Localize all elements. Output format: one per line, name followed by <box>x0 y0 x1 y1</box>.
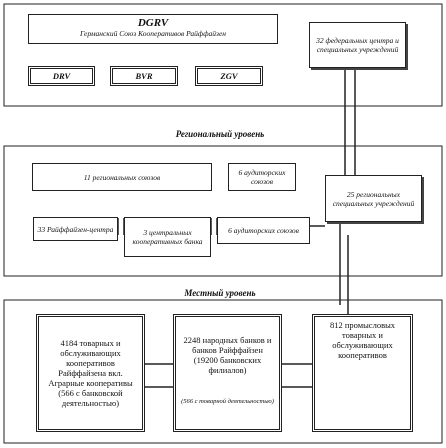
drv-box: DRV <box>28 66 95 86</box>
peoples-banks-note: (566 с товарной деятельностью) <box>181 398 274 405</box>
regional-unions-box: 11 региональных союзов <box>32 163 212 191</box>
regional-special-box: 25 региональных специальных учреждений <box>325 175 422 222</box>
dgrv-subtitle: Германский Союз Кооперативов Райффайзен <box>79 29 226 38</box>
audit-unions-top-box: 6 аудиторских союзов <box>228 163 296 191</box>
raiffeisen-centers-box: 33 Райффайзен-центра <box>33 217 118 241</box>
federal-centers-box: 32 федеральных центра и специальных учре… <box>309 22 406 68</box>
peoples-banks-text: 2248 народных банков и банков Райффайзен… <box>183 335 272 375</box>
peoples-banks-box: 2248 народных банков и банков Райффайзен… <box>173 314 282 432</box>
craft-cooperatives-text: 812 промысловых товарных и обслуживающих… <box>329 320 396 360</box>
craft-cooperatives-box: 812 промысловых товарных и обслуживающих… <box>312 314 413 432</box>
regional-level-label: Региональный уровень <box>175 129 265 139</box>
trade-cooperatives-text: 4184 товарных и обслуживающих кооператив… <box>48 338 133 408</box>
trade-cooperatives-box: 4184 товарных и обслуживающих кооператив… <box>36 314 145 432</box>
dgrv-box: DGRV Германский Союз Кооперативов Райффа… <box>28 14 278 44</box>
audit-unions-bottom-box: 6 аудиторских союзов <box>217 217 310 244</box>
bvr-box: BVR <box>110 66 178 86</box>
central-banks-box: 3 центральных кооперативных банка <box>124 217 211 257</box>
local-level-label: Местный уровень <box>120 288 320 299</box>
zgv-box: ZGV <box>195 66 263 86</box>
dgrv-title: DGRV <box>137 17 169 29</box>
